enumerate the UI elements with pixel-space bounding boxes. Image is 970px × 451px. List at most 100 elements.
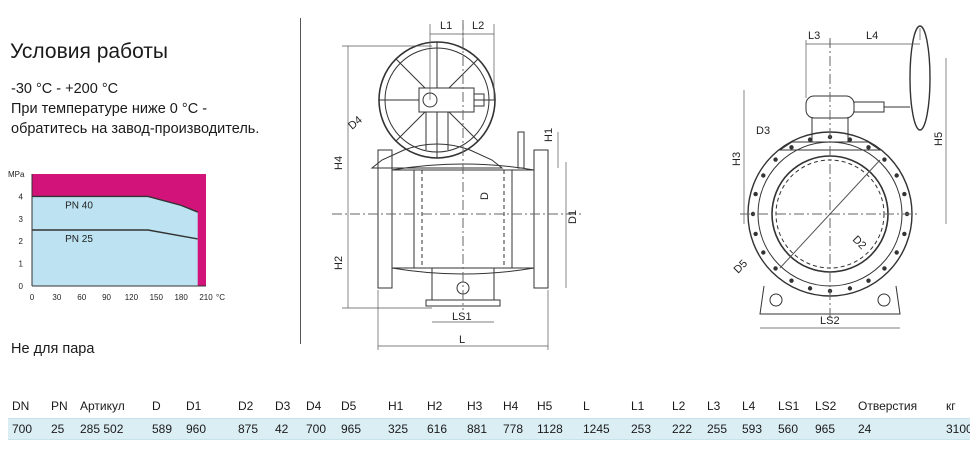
x-tick-label: 120	[125, 293, 139, 302]
left-flange	[377, 149, 393, 289]
bolt-hole	[807, 286, 813, 291]
table-cell: 589	[148, 418, 182, 440]
x-tick-label: 90	[102, 293, 111, 302]
valve-side-view-drawing: L3 L4 D3 H3 H5 D2 D5 LS2	[731, 25, 947, 329]
column-header: H3	[467, 399, 483, 413]
column-header: L3	[707, 399, 721, 413]
dim-label-LS1: LS1	[452, 311, 472, 323]
gearbox	[418, 87, 475, 113]
column-header: PN	[51, 399, 68, 413]
bolt-hole	[807, 137, 813, 142]
bolt-hole	[761, 250, 766, 255]
column-header: H5	[537, 399, 553, 413]
dim-label-D5: D5	[732, 258, 750, 276]
bolt-hole	[773, 266, 778, 271]
not-for-steam-note: Не для пара	[11, 341, 95, 357]
bolt-hole	[789, 145, 794, 150]
conditions-title: Условия работы	[10, 40, 169, 63]
bolt-hole	[902, 191, 907, 197]
right-flange	[533, 149, 549, 289]
table-cell: 25	[47, 418, 76, 440]
y-tick-label: 0	[19, 282, 24, 291]
allowed-zone	[32, 196, 198, 286]
bolt-hole	[847, 286, 853, 291]
series-label: PN 40	[65, 200, 93, 211]
table-cell: 778	[499, 418, 533, 440]
table-cell: 560	[774, 418, 811, 440]
bolt-hole	[789, 278, 794, 283]
table-cell: 42	[271, 418, 302, 440]
column-header: L	[583, 399, 590, 413]
table-cell: 700	[302, 418, 337, 440]
table-cell: 700	[8, 418, 47, 440]
table-cell: 965	[337, 418, 384, 440]
dim-label-L2: L2	[472, 20, 484, 32]
table-cell: 1128	[533, 418, 579, 440]
x-tick-label: 0	[30, 293, 35, 302]
table-cell: 965	[811, 418, 854, 440]
y-tick-label: 4	[19, 192, 24, 201]
table-cell: 253	[627, 418, 668, 440]
table-cell: 1245	[579, 418, 627, 440]
y-axis-label: MPa	[8, 170, 25, 179]
table-cell: 881	[463, 418, 499, 440]
bolt-hole	[753, 231, 758, 237]
bolt-hole	[866, 145, 871, 150]
column-header: D4	[306, 399, 322, 413]
table-cell: 325	[384, 418, 423, 440]
bolt-hole	[847, 137, 853, 142]
dim-label-H1: H1	[543, 128, 555, 142]
table-cell: 3100	[942, 418, 970, 440]
column-header: LS2	[815, 399, 837, 413]
bolt-holes	[750, 134, 910, 294]
low-temp-note-line1: При температуре ниже 0 °C -	[11, 101, 208, 117]
column-header: H1	[388, 399, 404, 413]
column-header: L4	[742, 399, 756, 413]
dim-label-L4: L4	[866, 30, 878, 42]
column-header: L1	[631, 399, 645, 413]
x-tick-label: 60	[77, 293, 86, 302]
column-header: D1	[186, 399, 202, 413]
x-tick-label: 210	[199, 293, 213, 302]
table-cell: 593	[738, 418, 774, 440]
series-line-0	[32, 195, 198, 213]
dim-label-H2: H2	[333, 256, 345, 270]
column-header: H4	[503, 399, 519, 413]
column-header: D2	[238, 399, 254, 413]
series-line-1	[32, 229, 198, 240]
bolt-hole	[866, 278, 871, 283]
low-temp-note-line2: обратитесь на завод-производитель.	[11, 121, 260, 137]
table-cell: 285 502	[76, 418, 148, 440]
dim-label-H3: H3	[731, 152, 743, 166]
temperature-range: -30 °C - +200 °C	[11, 81, 119, 97]
column-header: DN	[12, 399, 30, 413]
dim-label-L1: L1	[440, 20, 452, 32]
y-tick-label: 1	[19, 260, 24, 269]
column-header: L2	[672, 399, 686, 413]
column-header: Артикул	[80, 399, 125, 413]
valve-front-view-drawing: L1 L2 D4 H1 H4 D D1 H2 LS1 L	[332, 20, 582, 350]
column-header: D	[152, 399, 161, 413]
table-cell: 255	[703, 418, 738, 440]
bolt-hole	[894, 250, 899, 255]
table-cell: 24	[854, 418, 942, 440]
column-header: D5	[341, 399, 357, 413]
column-header: кг	[946, 399, 956, 413]
table-cell: 960	[182, 418, 234, 440]
bolt-hole	[902, 231, 907, 237]
table-cell: 222	[668, 418, 703, 440]
x-tick-label: 30	[52, 293, 61, 302]
y-tick-label: 3	[19, 215, 24, 224]
column-header: Отверстия	[858, 399, 918, 413]
bolt-hole	[882, 266, 887, 271]
dim-label-D: D	[479, 192, 491, 200]
series-label: PN 25	[65, 234, 93, 245]
dim-label-D3: D3	[756, 125, 770, 137]
bolt-hole	[882, 157, 887, 162]
dim-label-D4: D4	[346, 114, 364, 132]
x-axis-label: °C	[216, 293, 225, 302]
